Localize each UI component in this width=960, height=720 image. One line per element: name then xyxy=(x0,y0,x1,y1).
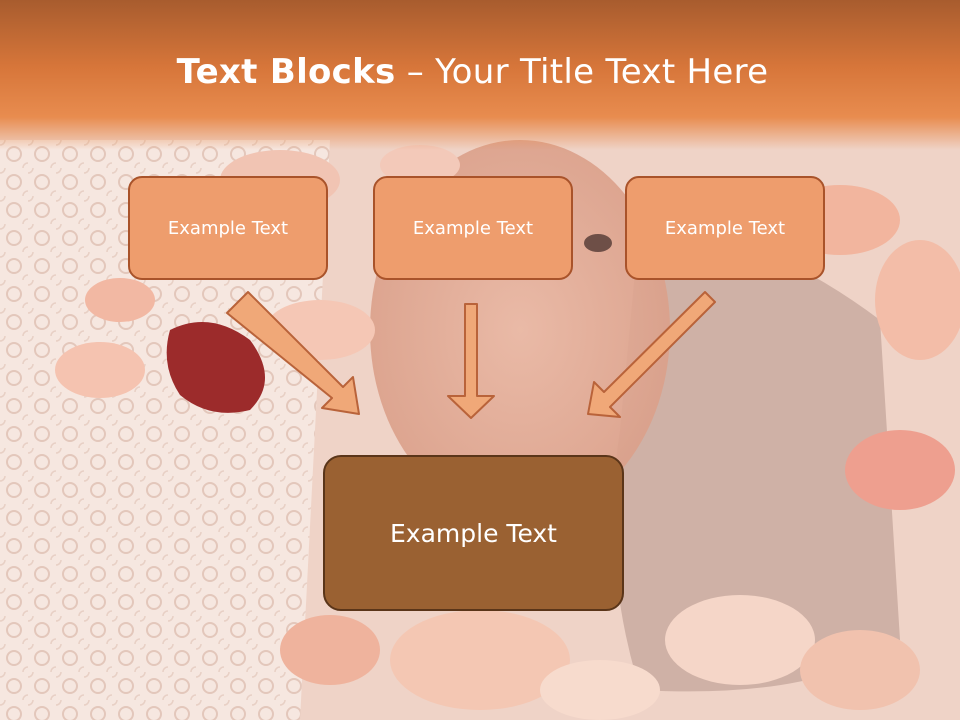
title-banner xyxy=(0,0,960,150)
arrow-down-icon xyxy=(447,303,495,419)
arrow-down-left-icon xyxy=(587,291,716,418)
text-block-bottom[interactable]: Example Text xyxy=(323,455,624,611)
text-block-top-left[interactable]: Example Text xyxy=(128,176,328,280)
title-subtitle: Your Title Text Here xyxy=(435,52,769,92)
arrow-down-right-icon xyxy=(226,291,360,415)
title-separator: – xyxy=(406,52,425,92)
text-block-top-right[interactable]: Example Text xyxy=(625,176,825,280)
title-bold: Text Blocks xyxy=(176,52,396,92)
slide-title: Text Blocks – Your Title Text Here xyxy=(0,52,945,92)
text-block-label: Example Text xyxy=(167,217,289,239)
text-block-top-center[interactable]: Example Text xyxy=(373,176,573,280)
text-block-label: Example Text xyxy=(412,217,534,239)
text-block-label: Example Text xyxy=(390,518,557,548)
text-block-label: Example Text xyxy=(664,217,786,239)
